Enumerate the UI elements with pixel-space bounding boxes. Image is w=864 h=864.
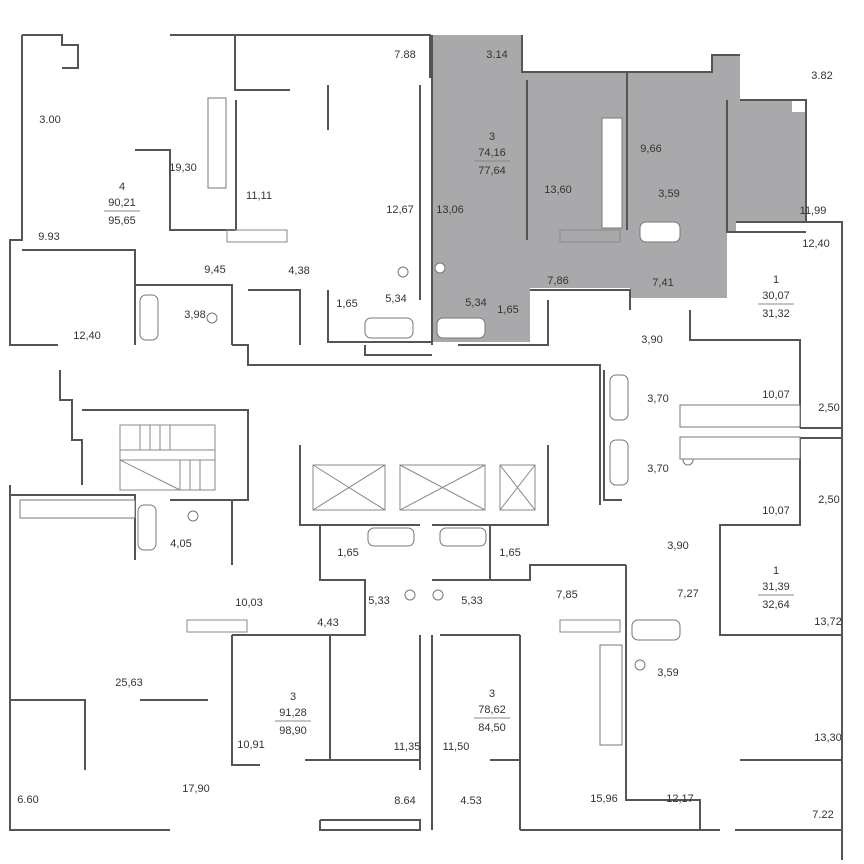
room-area: 4,38	[288, 265, 309, 277]
room-area: 3,70	[647, 393, 668, 405]
room-area: 3.14	[486, 49, 507, 61]
room-area: 5,34	[465, 297, 486, 309]
apartment-living-area: 74,16	[478, 147, 506, 159]
room-area: 3,90	[667, 540, 688, 552]
room-area: 5,33	[368, 595, 389, 607]
room-area: 11,11	[246, 190, 272, 202]
room-area: 17,90	[182, 783, 210, 795]
room-area: 1,65	[499, 547, 520, 559]
radiators	[186, 229, 621, 633]
elevators	[312, 464, 536, 511]
room-area: 12,40	[802, 238, 830, 250]
room-area: 11,35	[394, 741, 421, 753]
room-area: 25,63	[115, 677, 143, 689]
apartment-rooms: 3	[489, 688, 495, 700]
room-area: 7,86	[547, 275, 568, 287]
apartment-rooms: 3	[489, 131, 495, 143]
kitchen-counters	[19, 97, 801, 746]
room-area: 3,59	[658, 188, 679, 200]
room-area: 3,90	[641, 334, 662, 346]
room-area: 13,30	[814, 732, 842, 744]
room-area: 12,67	[386, 204, 414, 216]
room-area: 15,96	[590, 793, 618, 805]
room-area: 9,66	[640, 143, 661, 155]
room-area: 10,07	[762, 505, 790, 517]
apartment-living-area: 78,62	[478, 704, 506, 716]
room-area: 13,60	[544, 184, 572, 196]
room-area: 5,34	[385, 293, 406, 305]
room-area: 5,33	[461, 595, 482, 607]
room-area: 3,98	[184, 309, 205, 321]
apartment-living-area: 30,07	[762, 290, 790, 302]
apartment-total-area: 95,65	[108, 215, 136, 227]
apartment-total-area: 31,32	[762, 308, 790, 320]
room-area: 7.22	[812, 809, 833, 821]
room-area: 10,91	[237, 739, 265, 751]
apartment-label: 3 78,62 84,50	[474, 688, 510, 734]
room-area: 11,50	[443, 741, 470, 753]
room-area: 10,07	[762, 389, 790, 401]
apartment-rooms: 1	[773, 565, 779, 577]
room-area: 12,17	[666, 793, 694, 805]
room-area: 2,50	[818, 402, 839, 414]
room-area-labels: 3.00 19,30 9.93 11,11 7.88 12,67 4,38 9,…	[17, 49, 841, 821]
room-area: 4,43	[317, 617, 338, 629]
apartment-labels: 4 90,21 95,65 3 74,16 77,64 1 30,07 31,3…	[104, 131, 794, 737]
apartment-living-area: 90,21	[108, 197, 136, 209]
room-area: 7,85	[556, 589, 577, 601]
room-area: 7,41	[652, 277, 673, 289]
apartment-label: 3 91,28 98,90	[275, 691, 311, 737]
room-area: 4.53	[460, 795, 481, 807]
room-area: 13,72	[814, 616, 842, 628]
room-area: 3,70	[647, 463, 668, 475]
building-walls	[9, 34, 843, 860]
apartment-label: 1 30,07 31,32	[758, 274, 794, 320]
room-area: 6.60	[17, 794, 38, 806]
apartment-rooms: 3	[290, 691, 296, 703]
apartment-total-area: 77,64	[478, 165, 506, 177]
stairwell	[119, 424, 216, 491]
room-area: 3.82	[811, 70, 832, 82]
room-area: 7,27	[677, 588, 698, 600]
apartment-rooms: 4	[119, 181, 125, 193]
apartment-label: 3 74,16 77,64	[474, 131, 510, 177]
bathroom-fixtures	[137, 221, 694, 671]
room-area: 3.00	[39, 114, 60, 126]
apartment-living-area: 31,39	[762, 581, 790, 593]
apartment-label: 4 90,21 95,65	[104, 181, 140, 227]
apartment-total-area: 32,64	[762, 599, 790, 611]
room-area: 9.93	[38, 231, 59, 243]
room-area: 1,65	[337, 547, 358, 559]
room-area: 2,50	[818, 494, 839, 506]
room-area: 11,99	[800, 205, 827, 217]
apartment-rooms: 1	[773, 274, 779, 286]
apartment-total-area: 84,50	[478, 722, 506, 734]
room-area: 7.88	[394, 49, 415, 61]
room-area: 12,40	[73, 330, 101, 342]
room-area: 4,05	[170, 538, 191, 550]
room-area: 8.64	[394, 795, 415, 807]
apartment-total-area: 98,90	[279, 725, 307, 737]
room-area: 10,03	[235, 597, 263, 609]
apartment-label: 1 31,39 32,64	[758, 565, 794, 611]
room-area: 13,06	[436, 204, 464, 216]
room-area: 19,30	[169, 162, 197, 174]
room-area: 9,45	[204, 264, 225, 276]
room-area: 3,59	[657, 667, 678, 679]
room-area: 1,65	[336, 298, 357, 310]
room-area: 1,65	[497, 304, 518, 316]
apartment-living-area: 91,28	[279, 707, 307, 719]
